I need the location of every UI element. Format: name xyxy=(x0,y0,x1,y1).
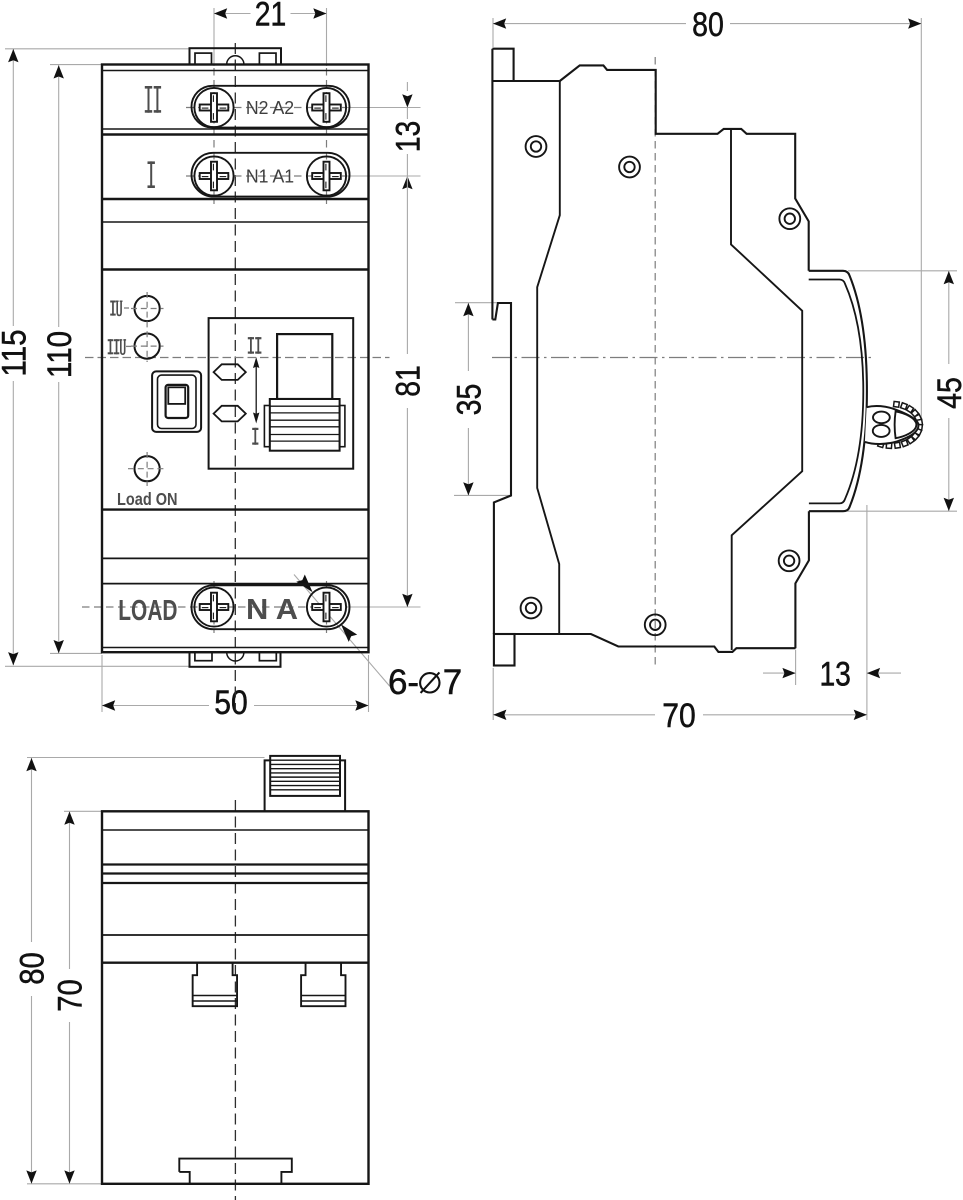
svg-text:LOAD: LOAD xyxy=(118,595,177,627)
svg-text:21: 21 xyxy=(255,0,287,34)
svg-text:70: 70 xyxy=(52,979,90,1012)
svg-text:13: 13 xyxy=(819,655,851,693)
svg-text:N1 A1: N1 A1 xyxy=(246,166,294,187)
svg-text:81: 81 xyxy=(390,365,428,397)
svg-text:80: 80 xyxy=(14,952,52,985)
svg-text:6-: 6- xyxy=(388,663,419,702)
svg-text:N A: N A xyxy=(246,594,298,626)
svg-text:N2 A2: N2 A2 xyxy=(246,97,294,118)
svg-text:70: 70 xyxy=(662,697,696,735)
svg-text:115: 115 xyxy=(0,330,34,377)
svg-text:13: 13 xyxy=(390,121,428,153)
svg-text:35: 35 xyxy=(451,384,489,416)
svg-text:80: 80 xyxy=(692,6,724,44)
svg-text:110: 110 xyxy=(41,331,79,378)
svg-text:50: 50 xyxy=(214,684,248,722)
svg-text:7: 7 xyxy=(443,663,462,702)
svg-text:Load ON: Load ON xyxy=(117,489,178,509)
svg-text:45: 45 xyxy=(931,377,963,409)
